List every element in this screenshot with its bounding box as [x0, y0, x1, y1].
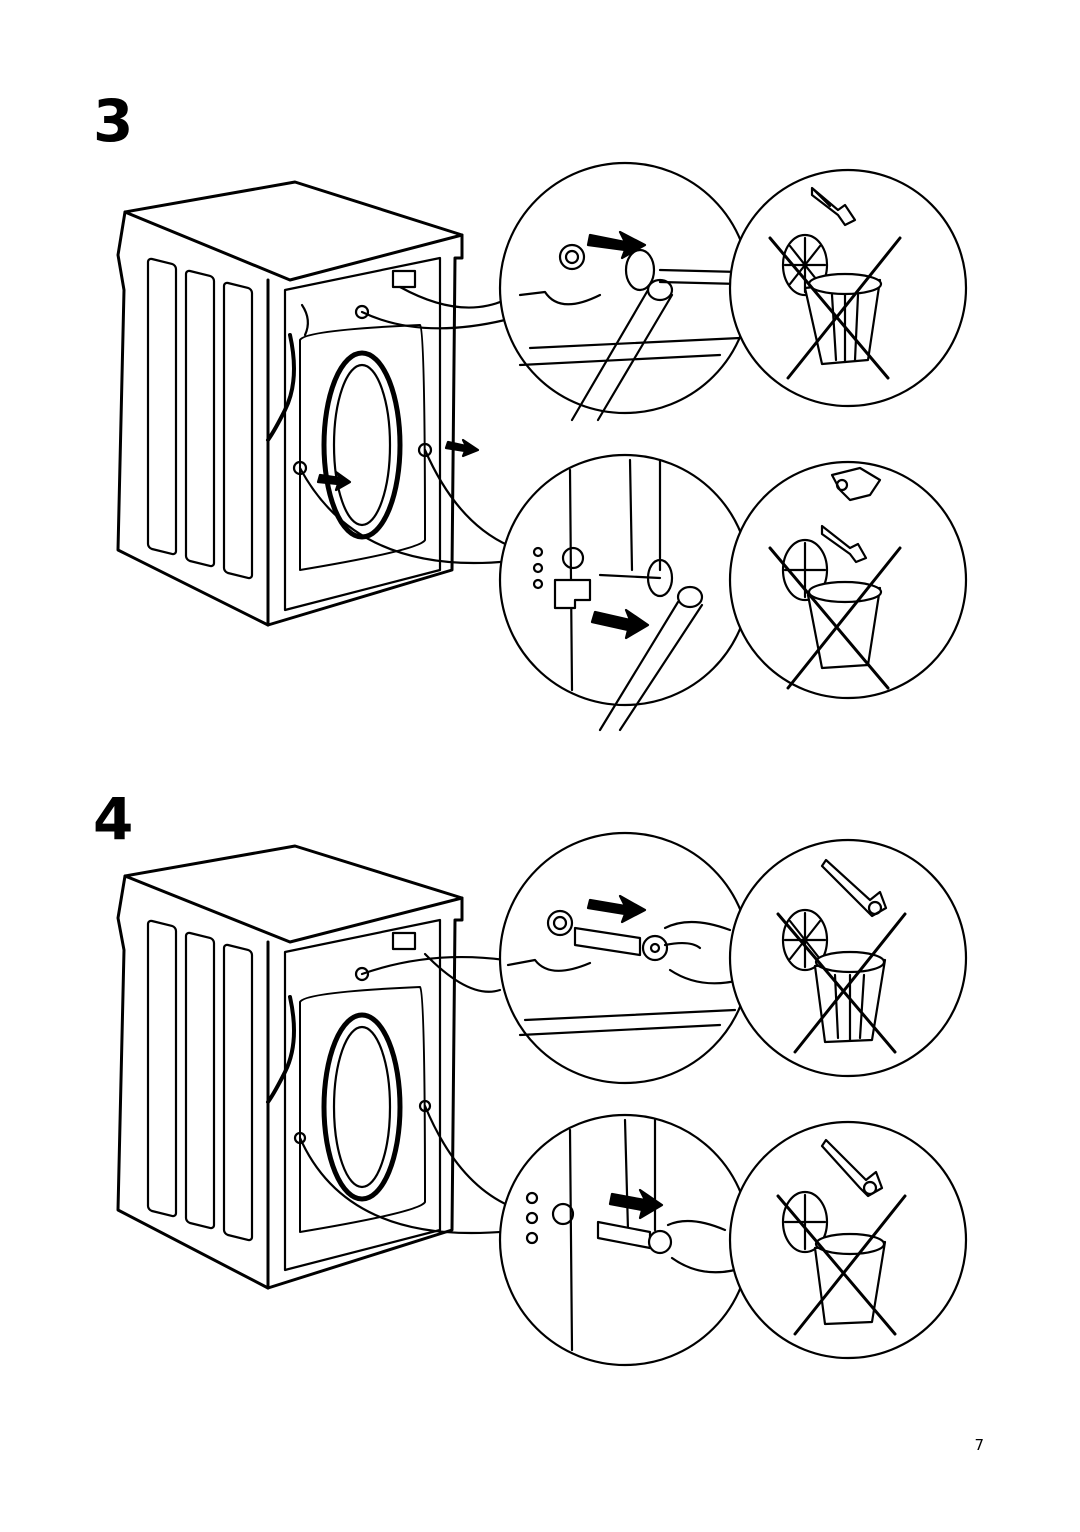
step-3-number: 3	[93, 87, 134, 155]
trash-bin-crossed-icon	[730, 840, 966, 1076]
wrench-icon	[500, 163, 750, 420]
step-3-illustration	[0, 150, 1080, 750]
washing-machine-rear-icon	[118, 182, 462, 625]
page-number: 7	[974, 1436, 984, 1454]
step-4-illustration	[0, 830, 1080, 1430]
transport-bolt-icon	[812, 188, 855, 225]
step-4-number: 4	[93, 785, 134, 853]
plastic-plug-icon	[575, 928, 667, 960]
hand-icon	[500, 833, 750, 1083]
trash-bin-crossed-icon	[730, 170, 966, 406]
washing-machine-rear-icon	[118, 846, 462, 1288]
